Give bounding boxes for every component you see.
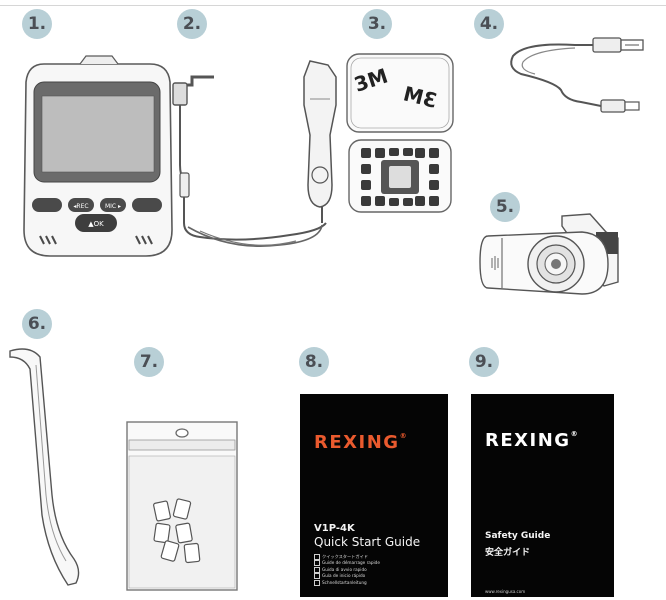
item-number-badge: 8. (299, 347, 329, 377)
safety-guide-title: Safety Guide (485, 531, 551, 541)
guide-language-item: Schnellstartanleitung (314, 580, 380, 586)
item-number-badge: 4. (474, 9, 504, 39)
top-divider (0, 5, 666, 6)
guide-model-label: V1P-4K (314, 523, 355, 534)
dashcam-button-label: MIC ▸ (105, 203, 121, 210)
pry-tool-illustration (9, 348, 80, 586)
brand-name: REXING (485, 430, 571, 451)
item-number-badge: 6. (22, 309, 52, 339)
guide-language-list: クイックスタートガイド Guide de démarrage rapide Gu… (314, 554, 380, 586)
item-number-badge: 2. (177, 9, 207, 39)
dashcam-button-label: ◂REC (73, 203, 88, 210)
guide-language-item: Guida di avvio rapido (314, 567, 380, 573)
dash-cam-illustration: ◂REC MIC ▸ ▲OK (23, 55, 173, 257)
sticker-bag-illustration (126, 421, 238, 591)
item-number-badge: 1. (22, 9, 52, 39)
dashcam-ok-label: ▲OK (88, 220, 104, 228)
rexing-logo: REXING® (314, 432, 407, 453)
rear-camera-illustration (479, 213, 619, 295)
rexing-logo: REXING® (485, 430, 578, 451)
brand-mark: ® (570, 430, 578, 438)
item-number-badge: 9. (469, 347, 499, 377)
guide-title: Quick Start Guide (314, 535, 421, 549)
website-url: www.rexingusa.com (485, 589, 526, 594)
guide-language-item: クイックスタートガイド (314, 554, 380, 560)
item-number-badge: 3. (362, 9, 392, 39)
quick-start-guide-booklet: REXING® V1P-4K Quick Start Guide クイックスター… (300, 394, 448, 597)
safety-guide-title-jp: 安全ガイド (485, 548, 531, 558)
item-number-badge: 5. (490, 192, 520, 222)
brand-mark: ® (399, 432, 407, 440)
guide-language-item: Guía de inicio rápido (314, 573, 380, 579)
guide-language-item: Guide de démarrage rapide (314, 560, 380, 566)
usb-cable-illustration (510, 37, 644, 113)
safety-guide-booklet: REXING® Safety Guide 安全ガイド www.rexingusa… (471, 394, 614, 597)
adhesive-mount-illustration: 3M 3M (346, 53, 454, 213)
item-number-badge: 7. (134, 347, 164, 377)
car-charger-cable-illustration (172, 60, 337, 247)
brand-name: REXING (314, 432, 400, 453)
